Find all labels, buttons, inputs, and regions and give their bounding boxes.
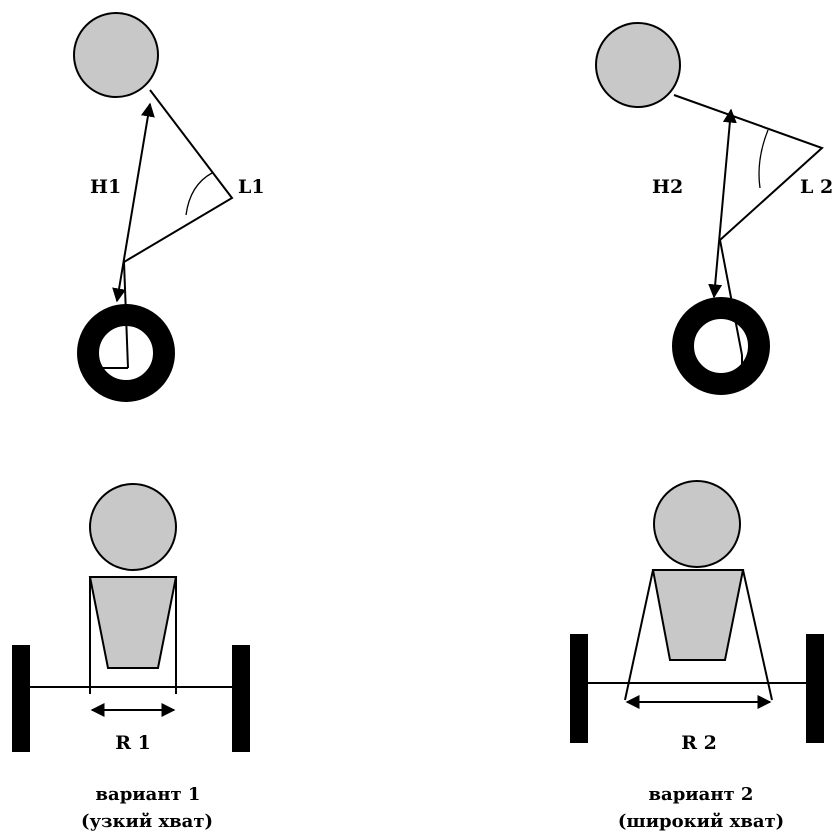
variant2-left-arm [624,569,654,701]
variant2-wheel [672,297,770,395]
variant2-side-view: H2 L 2 [595,22,833,395]
variant1-side-head [73,12,159,98]
variant1-torso [88,576,178,669]
variant2-h-arrow [708,108,737,299]
variant1-wheel [77,304,175,402]
variant1-right-wheel [232,645,250,752]
variant2-angle-arc [758,129,769,189]
variant2-caption-line1: вариант 2 [649,784,754,805]
variant2-front-head [653,480,741,568]
variant1-angle-arc [185,172,213,216]
variant1-h-label: H1 [90,176,121,198]
variant2-side-head [595,22,681,108]
variant1-r-label: R 1 [115,732,151,754]
variant1-left-wheel [12,645,30,752]
variant1-front-view: R 1 [12,483,250,754]
variant2-right-arm [742,569,773,701]
variant1-side-view: H1 L1 [73,12,265,402]
variant1-front-head [89,483,177,571]
variant2-left-wheel [570,634,588,743]
variant2-front-view: R 2 [570,480,824,754]
variant2-caption-line2: (широкий хват) [618,811,784,832]
variant2-l-label: L 2 [800,176,833,198]
variant1-l-label: L1 [238,176,265,198]
variant2-right-wheel [806,634,824,743]
variant1-caption-line2: (узкий хват) [81,811,213,832]
variant2-torso [651,569,745,661]
variant1-h-arrow [112,102,155,303]
variant1-caption-line1: вариант 1 [96,784,201,805]
variant2-h-label: H2 [652,176,683,198]
variant2-r-label: R 2 [681,732,717,754]
